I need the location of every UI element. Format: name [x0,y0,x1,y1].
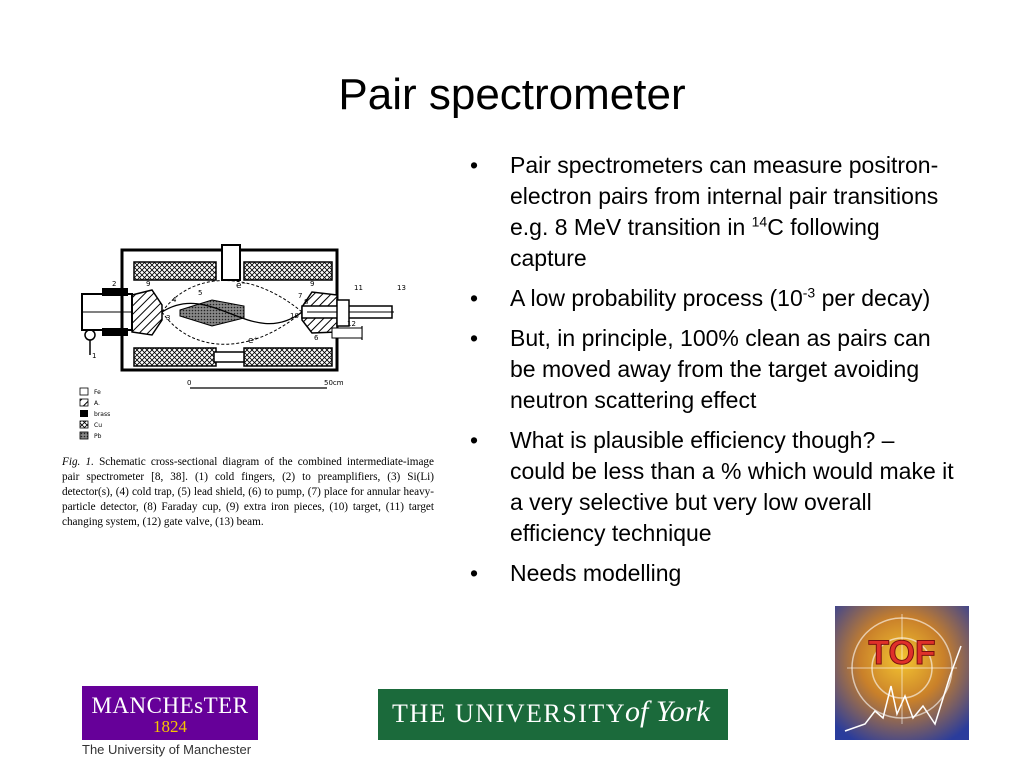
bullet-list: •Pair spectrometers can measure positron… [470,150,955,598]
bullet-dot: • [470,285,479,311]
tof-logo: TOF [835,606,969,740]
scale-bar: 0 50cm [187,379,344,389]
lower-coil [133,347,333,367]
label-10: 10 [290,312,299,320]
svg-text:Cu: Cu [94,422,102,429]
label-6: 6 [314,334,319,342]
label-8: 8 [304,298,308,306]
svg-text:Pb: Pb [94,433,102,440]
label-1: 1 [92,352,96,360]
positron-label: e⁺ [248,336,259,346]
material-legend: Fe A. brass Cu Pb [79,387,110,440]
upper-coil [133,261,333,281]
york-name: THE UNIVERSITY [392,699,627,728]
svg-text:0: 0 [187,379,191,387]
label-3: 3 [166,314,170,322]
label-9b: 9 [310,280,314,288]
bullet-item: •Needs modelling [470,558,955,589]
label-2: 2 [112,280,116,288]
manchester-subtitle: The University of Manchester [82,742,252,757]
bullet-item: •Pair spectrometers can measure positron… [470,152,939,271]
manchester-name: MANCHEsTER [91,693,249,718]
bullet-dot: • [470,427,479,453]
bullet-dot: • [470,325,479,351]
figure-caption: Fig. 1. Schematic cross-sectional diagra… [62,456,434,528]
svg-text:A.: A. [94,400,100,407]
york-logo: THE UNIVERSITY of York [378,689,728,740]
label-7: 7 [298,292,302,300]
bullet-item: •A low probability process (10-3 per dec… [470,283,955,314]
tof-text: TOF [868,634,935,672]
spectrometer-diagram: 2 9 4 3 5 1 9 7 8 10 11 12 13 6 e⁻ e⁺ 0 … [79,244,406,440]
manchester-year: 1824 [153,717,187,736]
label-11: 11 [354,284,363,292]
bullet-dot: • [470,560,479,586]
label-12: 12 [347,320,356,328]
electron-label: e⁻ [236,281,247,291]
bullet-item: •What is plausible efficiency though? – … [470,427,954,546]
slide-title: Pair spectrometer [338,70,686,119]
label-13: 13 [397,284,406,292]
york-script: of York [625,695,710,728]
label-9: 9 [146,280,150,288]
bullet-item: •But, in principle, 100% clean as pairs … [470,325,931,413]
bullet-dot: • [470,152,479,178]
label-4: 4 [172,296,177,304]
manchester-logo: MANCHEsTER 1824 [82,686,258,740]
label-5: 5 [198,289,202,297]
svg-text:Fe: Fe [94,389,101,396]
svg-text:brass: brass [94,411,110,418]
svg-text:50cm: 50cm [324,379,344,387]
